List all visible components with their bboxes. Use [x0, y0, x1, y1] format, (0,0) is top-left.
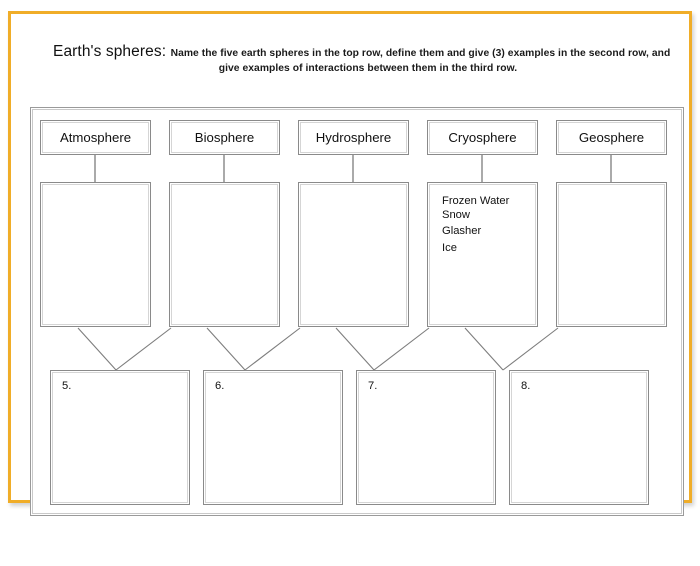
page-frame: Earth's spheres: Name the five earth sph…	[8, 11, 692, 516]
sphere-label-text: Hydrosphere	[315, 130, 392, 145]
sphere-label-box-hydrosphere[interactable]: Hydrosphere	[298, 120, 409, 155]
sphere-label-box-biosphere[interactable]: Biosphere	[169, 120, 280, 155]
page-title: Earth's spheres:	[53, 43, 167, 60]
sphere-body-box-cryosphere[interactable]: Frozen Water Snow Glasher Ice	[427, 182, 538, 327]
example-item: Snow	[442, 209, 470, 222]
sphere-label-text: Biosphere	[194, 130, 255, 145]
interaction-number: 5.	[62, 380, 72, 392]
instructions-line-2: give examples of interactions between th…	[218, 63, 518, 74]
interaction-box-6[interactable]: 6.	[203, 370, 343, 505]
sphere-label-text: Geosphere	[578, 130, 645, 145]
examples-list: Snow Glasher Ice	[442, 207, 537, 256]
interaction-number: 8.	[521, 380, 531, 392]
interaction-box-8[interactable]: 8.	[509, 370, 649, 505]
worksheet-header: Earth's spheres: Name the five earth sph…	[33, 42, 673, 74]
sphere-body-box-hydrosphere[interactable]	[298, 182, 409, 327]
interaction-box-5[interactable]: 5.	[50, 370, 190, 505]
sphere-body-box-atmosphere[interactable]	[40, 182, 151, 327]
sphere-label-box-geosphere[interactable]: Geosphere	[556, 120, 667, 155]
interaction-number: 6.	[215, 380, 225, 392]
interaction-number: 7.	[368, 380, 378, 392]
example-item: Glasher	[442, 225, 482, 238]
worksheet-container: Atmosphere Biosphere Hydrosphere Cryosph…	[30, 107, 684, 516]
sphere-label-text: Cryosphere	[448, 130, 517, 145]
example-item: Ice	[442, 241, 457, 254]
sphere-label-box-cryosphere[interactable]: Cryosphere	[427, 120, 538, 155]
sphere-label-box-atmosphere[interactable]: Atmosphere	[40, 120, 151, 155]
definition-text: Frozen Water	[442, 195, 510, 207]
sphere-label-text: Atmosphere	[59, 130, 132, 145]
instructions-line-1: Name the five earth spheres in the top r…	[170, 48, 671, 59]
header-first-line: Earth's spheres: Name the five earth sph…	[33, 42, 673, 62]
sphere-body-box-biosphere[interactable]	[169, 182, 280, 327]
sphere-body-box-geosphere[interactable]	[556, 182, 667, 327]
interaction-box-7[interactable]: 7.	[356, 370, 496, 505]
